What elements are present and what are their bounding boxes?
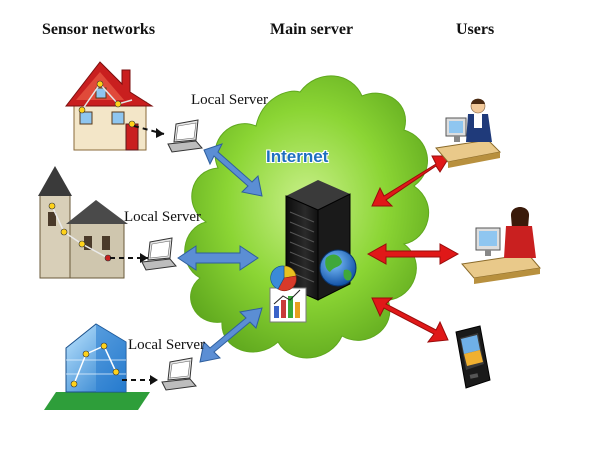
laptop-icon — [167, 119, 203, 153]
smartphone-icon — [455, 325, 491, 389]
link-arrowheads — [140, 128, 164, 385]
church-icon — [38, 166, 128, 279]
office-building-icon — [44, 323, 150, 410]
laptop-icon — [141, 237, 177, 271]
user-link-arrow — [366, 243, 460, 265]
globe-icon — [319, 249, 357, 287]
local-link-arrow — [203, 143, 263, 197]
laptop-icon — [161, 357, 197, 391]
chart-icon — [269, 265, 307, 323]
house-icon — [64, 61, 154, 151]
user-link-arrow — [371, 297, 449, 343]
local-server-label-2: Local Server — [124, 209, 202, 225]
local-link-arrow — [177, 245, 259, 271]
local-server-label-3: Local Server — [128, 337, 206, 353]
heading-sensor-networks: Sensor networks — [42, 21, 156, 38]
internet-label: Internet — [266, 147, 329, 166]
desktop-user-icon — [435, 98, 502, 168]
female-desktop-user-icon — [461, 207, 541, 284]
local-server-label-1: Local Server — [191, 92, 269, 108]
heading-main-server: Main server — [270, 21, 354, 38]
heading-users: Users — [456, 21, 495, 38]
local-link-arrow — [199, 307, 263, 363]
